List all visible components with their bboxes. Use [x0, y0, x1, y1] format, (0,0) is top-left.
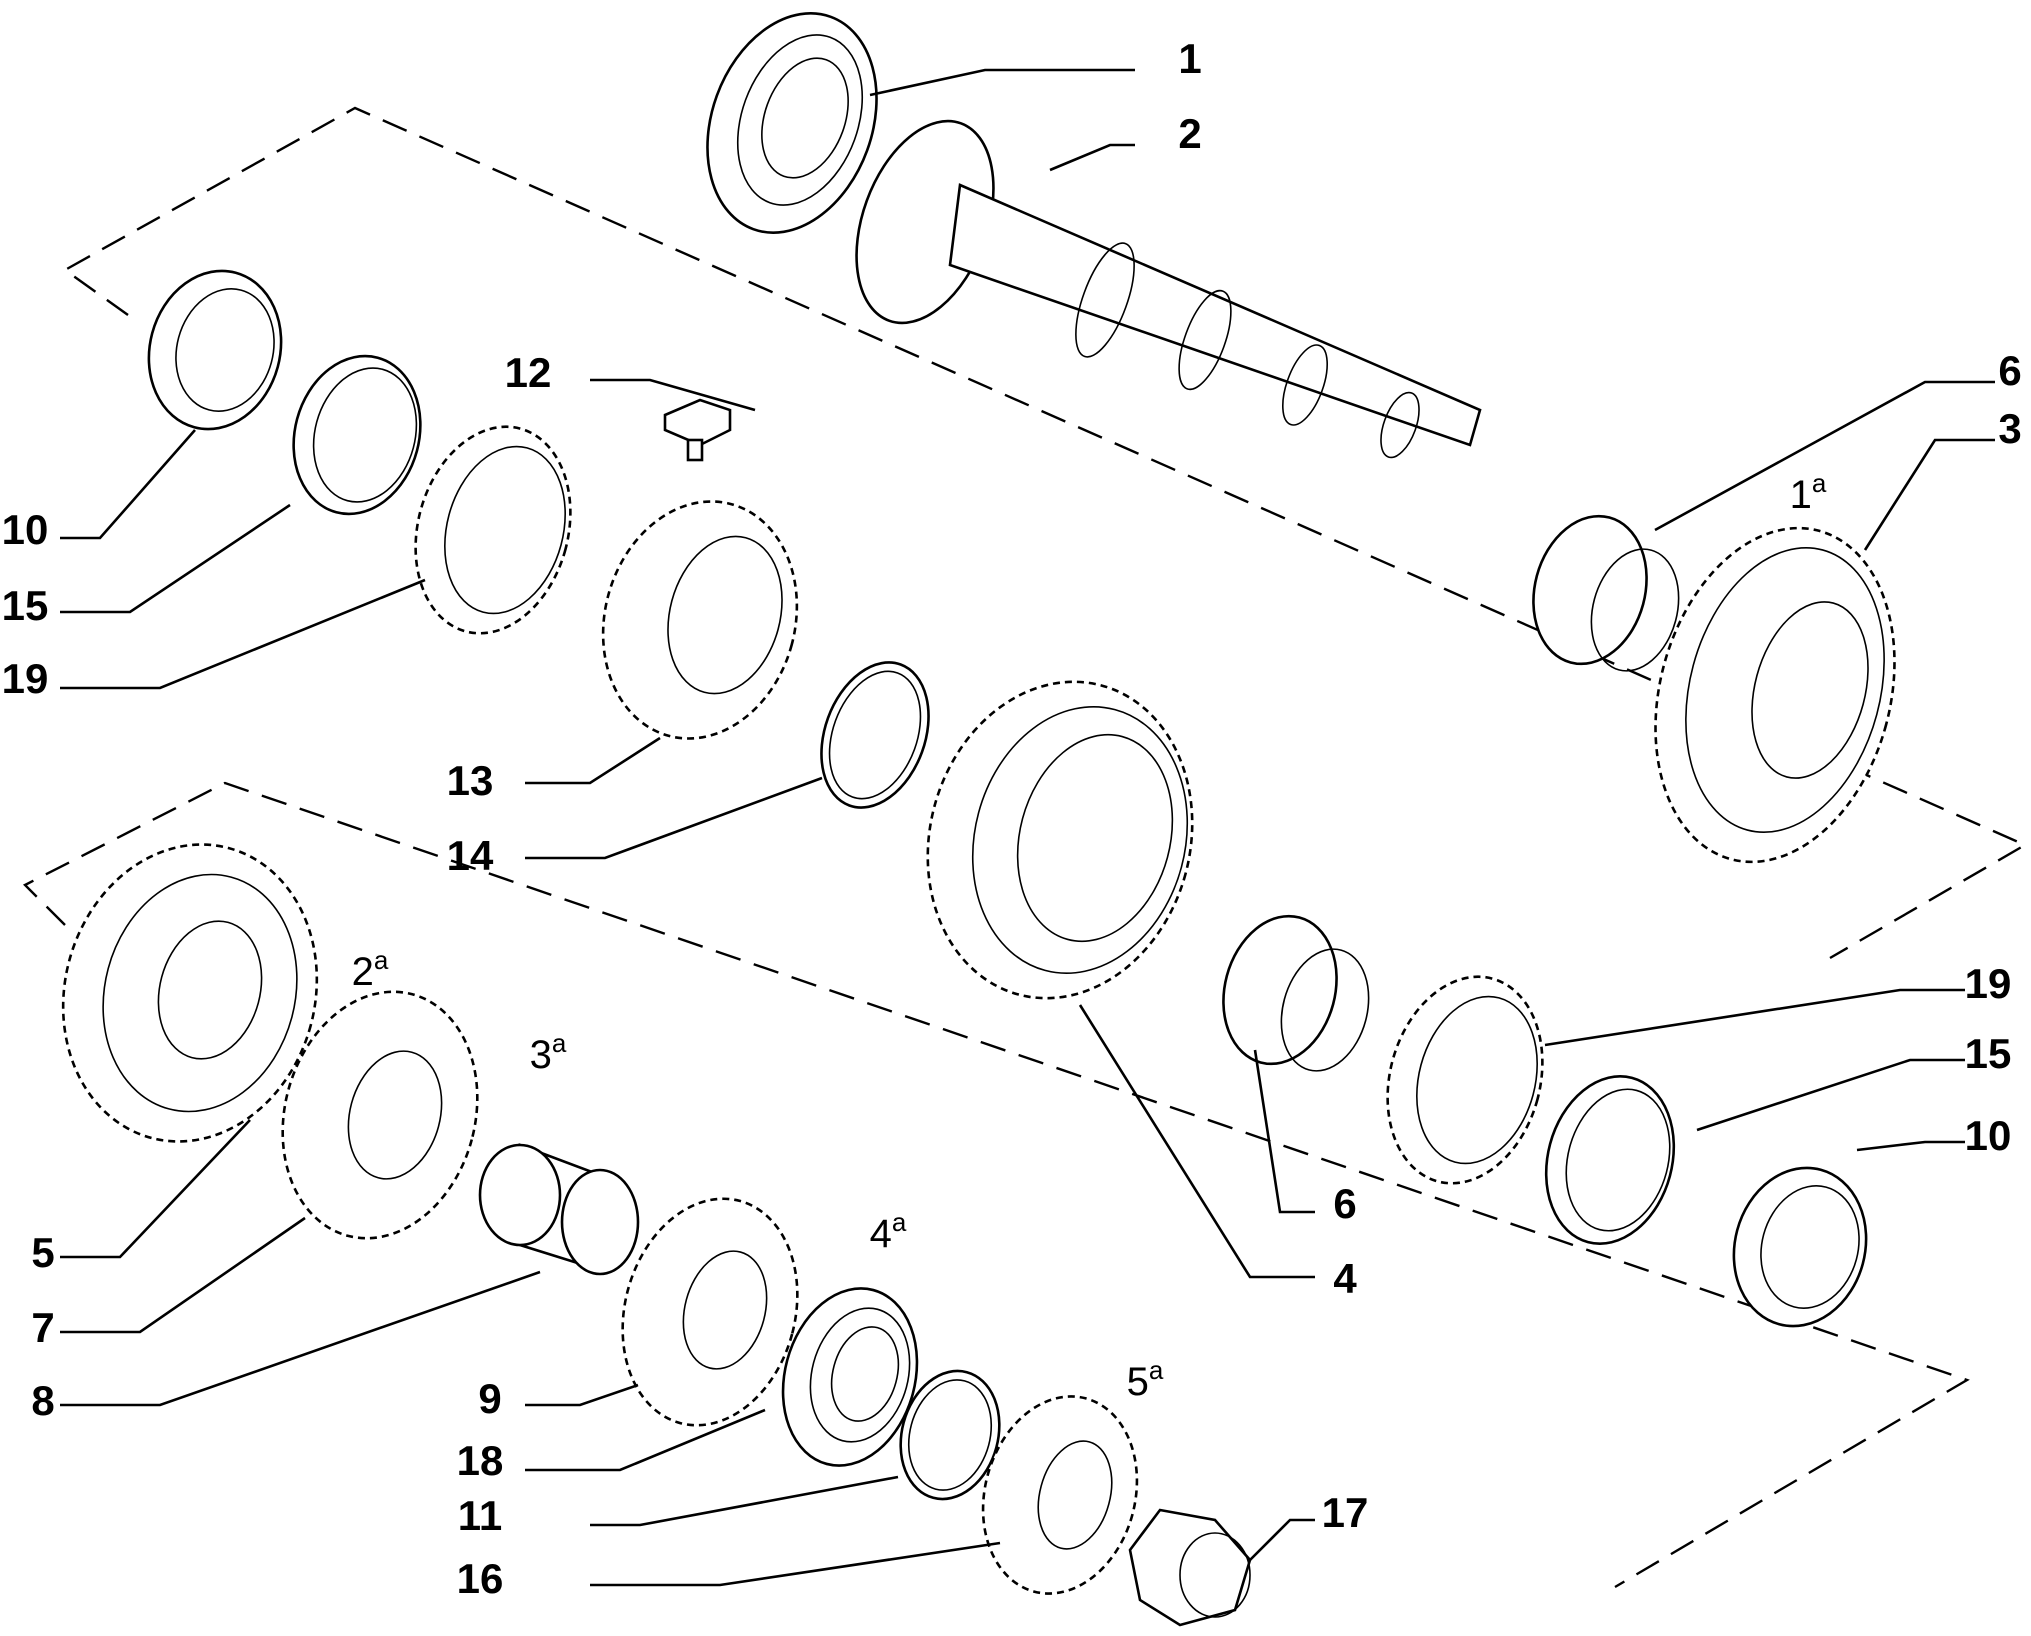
upper-group-outline	[62, 106, 2028, 960]
synchro-ring-part-15-lower	[1544, 1075, 1676, 1245]
callout-2: 2	[1178, 110, 1201, 157]
callout-15-upper: 15	[2, 582, 49, 629]
nut-part-17	[1128, 1508, 1252, 1627]
gear-label-4a: 4a	[870, 1207, 907, 1256]
callout-11: 11	[458, 1492, 502, 1539]
callout-17: 17	[1322, 1489, 1369, 1536]
bearing-part-1	[706, 12, 878, 234]
callout-10-upper: 10	[2, 506, 49, 553]
callout-10-lower: 10	[1965, 1112, 2012, 1159]
gear-part-5	[61, 843, 319, 1143]
gear-label-1a: 1a	[1790, 468, 1827, 517]
needle-bearing-part-6-upper	[1532, 514, 1680, 672]
callout-5: 5	[31, 1229, 54, 1276]
callout-19-lower: 19	[1965, 960, 2012, 1007]
callout-15-lower: 15	[1965, 1030, 2012, 1077]
callout-16: 16	[457, 1555, 504, 1602]
callout-1: 1	[1178, 35, 1201, 82]
callout-18: 18	[457, 1437, 504, 1484]
gear-part-16	[981, 1395, 1139, 1595]
lower-group-outline	[22, 781, 1970, 1589]
callout-12: 12	[505, 349, 552, 396]
circlip-part-14	[820, 661, 930, 809]
gear-part-3	[1654, 526, 1896, 864]
bearing-part-18	[781, 1287, 919, 1467]
key-part-12	[663, 398, 732, 462]
gear-label-2a: 2a	[352, 945, 389, 994]
gear-label-5a: 5a	[1127, 1355, 1164, 1404]
gear-part-7	[281, 990, 479, 1240]
synchro-ring-part-19-lower	[1386, 975, 1544, 1185]
callout-8: 8	[31, 1377, 54, 1424]
bush-part-8	[478, 1143, 640, 1276]
gear-part-9	[621, 1197, 799, 1427]
hub-part-13	[601, 500, 799, 740]
shaft-part-2	[855, 119, 1482, 459]
synchro-ring-part-19-upper	[414, 425, 572, 635]
synchro-ring-part-15-upper	[292, 354, 422, 516]
needle-bearing-part-6-lower	[1222, 914, 1370, 1072]
sleeve-part-4	[926, 680, 1194, 1000]
ring-part-10-lower	[1732, 1166, 1868, 1328]
leader-lines	[60, 68, 1995, 1587]
callout-13: 13	[447, 757, 494, 804]
callout-4: 4	[1333, 1255, 1357, 1302]
gear-label-3a: 3a	[530, 1028, 567, 1077]
callout-6-upper: 6	[1998, 347, 2021, 394]
callout-9: 9	[478, 1375, 501, 1422]
ring-part-10-upper	[147, 269, 283, 431]
callout-14: 14	[447, 832, 494, 879]
callout-7: 7	[31, 1304, 54, 1351]
shim-part-11	[899, 1369, 1001, 1501]
callout-6-lower: 6	[1333, 1180, 1356, 1227]
callout-3: 3	[1998, 405, 2021, 452]
callout-19-upper: 19	[2, 655, 49, 702]
